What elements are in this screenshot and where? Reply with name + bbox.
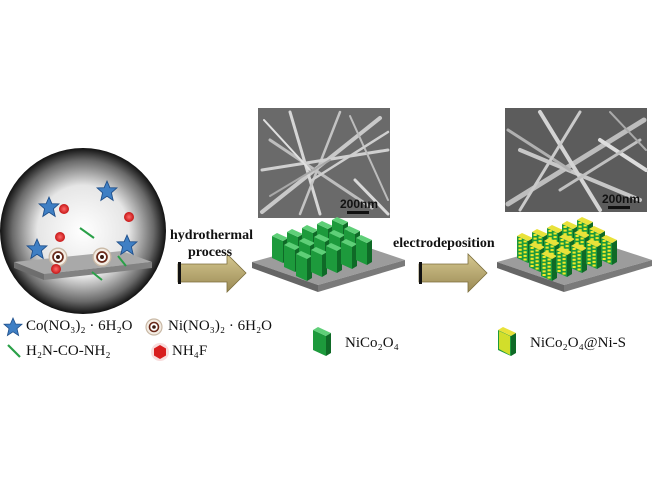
legend-co-nitrate-label: Co(NO₃)₂ · 6H₂O (26, 318, 133, 334)
scale-bar (347, 211, 369, 214)
nico2o4-sheet (356, 235, 372, 265)
nico2o4-nis-array (497, 217, 652, 292)
step1-label-line2: process (188, 245, 233, 260)
legend-ni-nitrate-label: Ni(NO₃)₂ · 6H₂O (168, 318, 273, 334)
sem2-scale-label: 200nm (602, 192, 641, 206)
scale-bar (608, 206, 630, 209)
nico2o4-nis-sheet (586, 239, 602, 269)
nico2o4-nis-sheet (601, 235, 617, 265)
nh4f-icon (59, 204, 69, 214)
nico2o4-nis-sheet (541, 251, 557, 281)
nico2o4-sheet (296, 251, 312, 281)
legend-co-nitrate-icon (3, 317, 23, 336)
reaction-vessel (0, 148, 166, 314)
legend-nico2o4-label: NiCo₂O₄ (345, 335, 399, 351)
urea-icon (91, 271, 103, 281)
nico2o4-sheet (341, 239, 357, 269)
hydrothermal-arrow (177, 253, 247, 293)
legend-nico2o4-nis-label: NiCo₂O₄@Ni-S (530, 335, 626, 351)
electrodeposition-arrow (418, 253, 488, 293)
legend-nico2o4-nis-icon (498, 327, 516, 356)
step2-label: electrodeposition (393, 236, 495, 251)
urea-icon (79, 227, 95, 239)
urea-icon (117, 255, 127, 267)
legend-ni-nitrate-icon (145, 318, 163, 336)
ni-nitrate-icon (48, 247, 68, 267)
nh4f-icon (51, 264, 61, 274)
ni-nitrate-icon (92, 247, 112, 267)
nico2o4-nis-sheet (571, 243, 587, 273)
nico2o4-sheet (311, 247, 327, 277)
nh4f-icon (124, 212, 134, 222)
legend-nh4f-label: NH₄F (172, 343, 208, 359)
legend-nico2o4-icon (313, 327, 331, 356)
step1-label-line1: hydrothermal (170, 228, 253, 243)
legend-urea-icon (7, 344, 21, 358)
nico2o4-sheet (326, 243, 342, 273)
legend-urea-label: H₂N-CO-NH₂ (26, 343, 111, 359)
sem-image-nico2o4-nis (505, 108, 648, 212)
nico2o4-nis-sheet (556, 247, 572, 277)
sem-image-nico2o4 (258, 108, 390, 218)
legend-nh4f-icon (151, 343, 169, 361)
sem1-scale-label: 200nm (340, 197, 379, 211)
nh4f-icon (55, 232, 65, 242)
nico2o4-array (252, 217, 405, 292)
